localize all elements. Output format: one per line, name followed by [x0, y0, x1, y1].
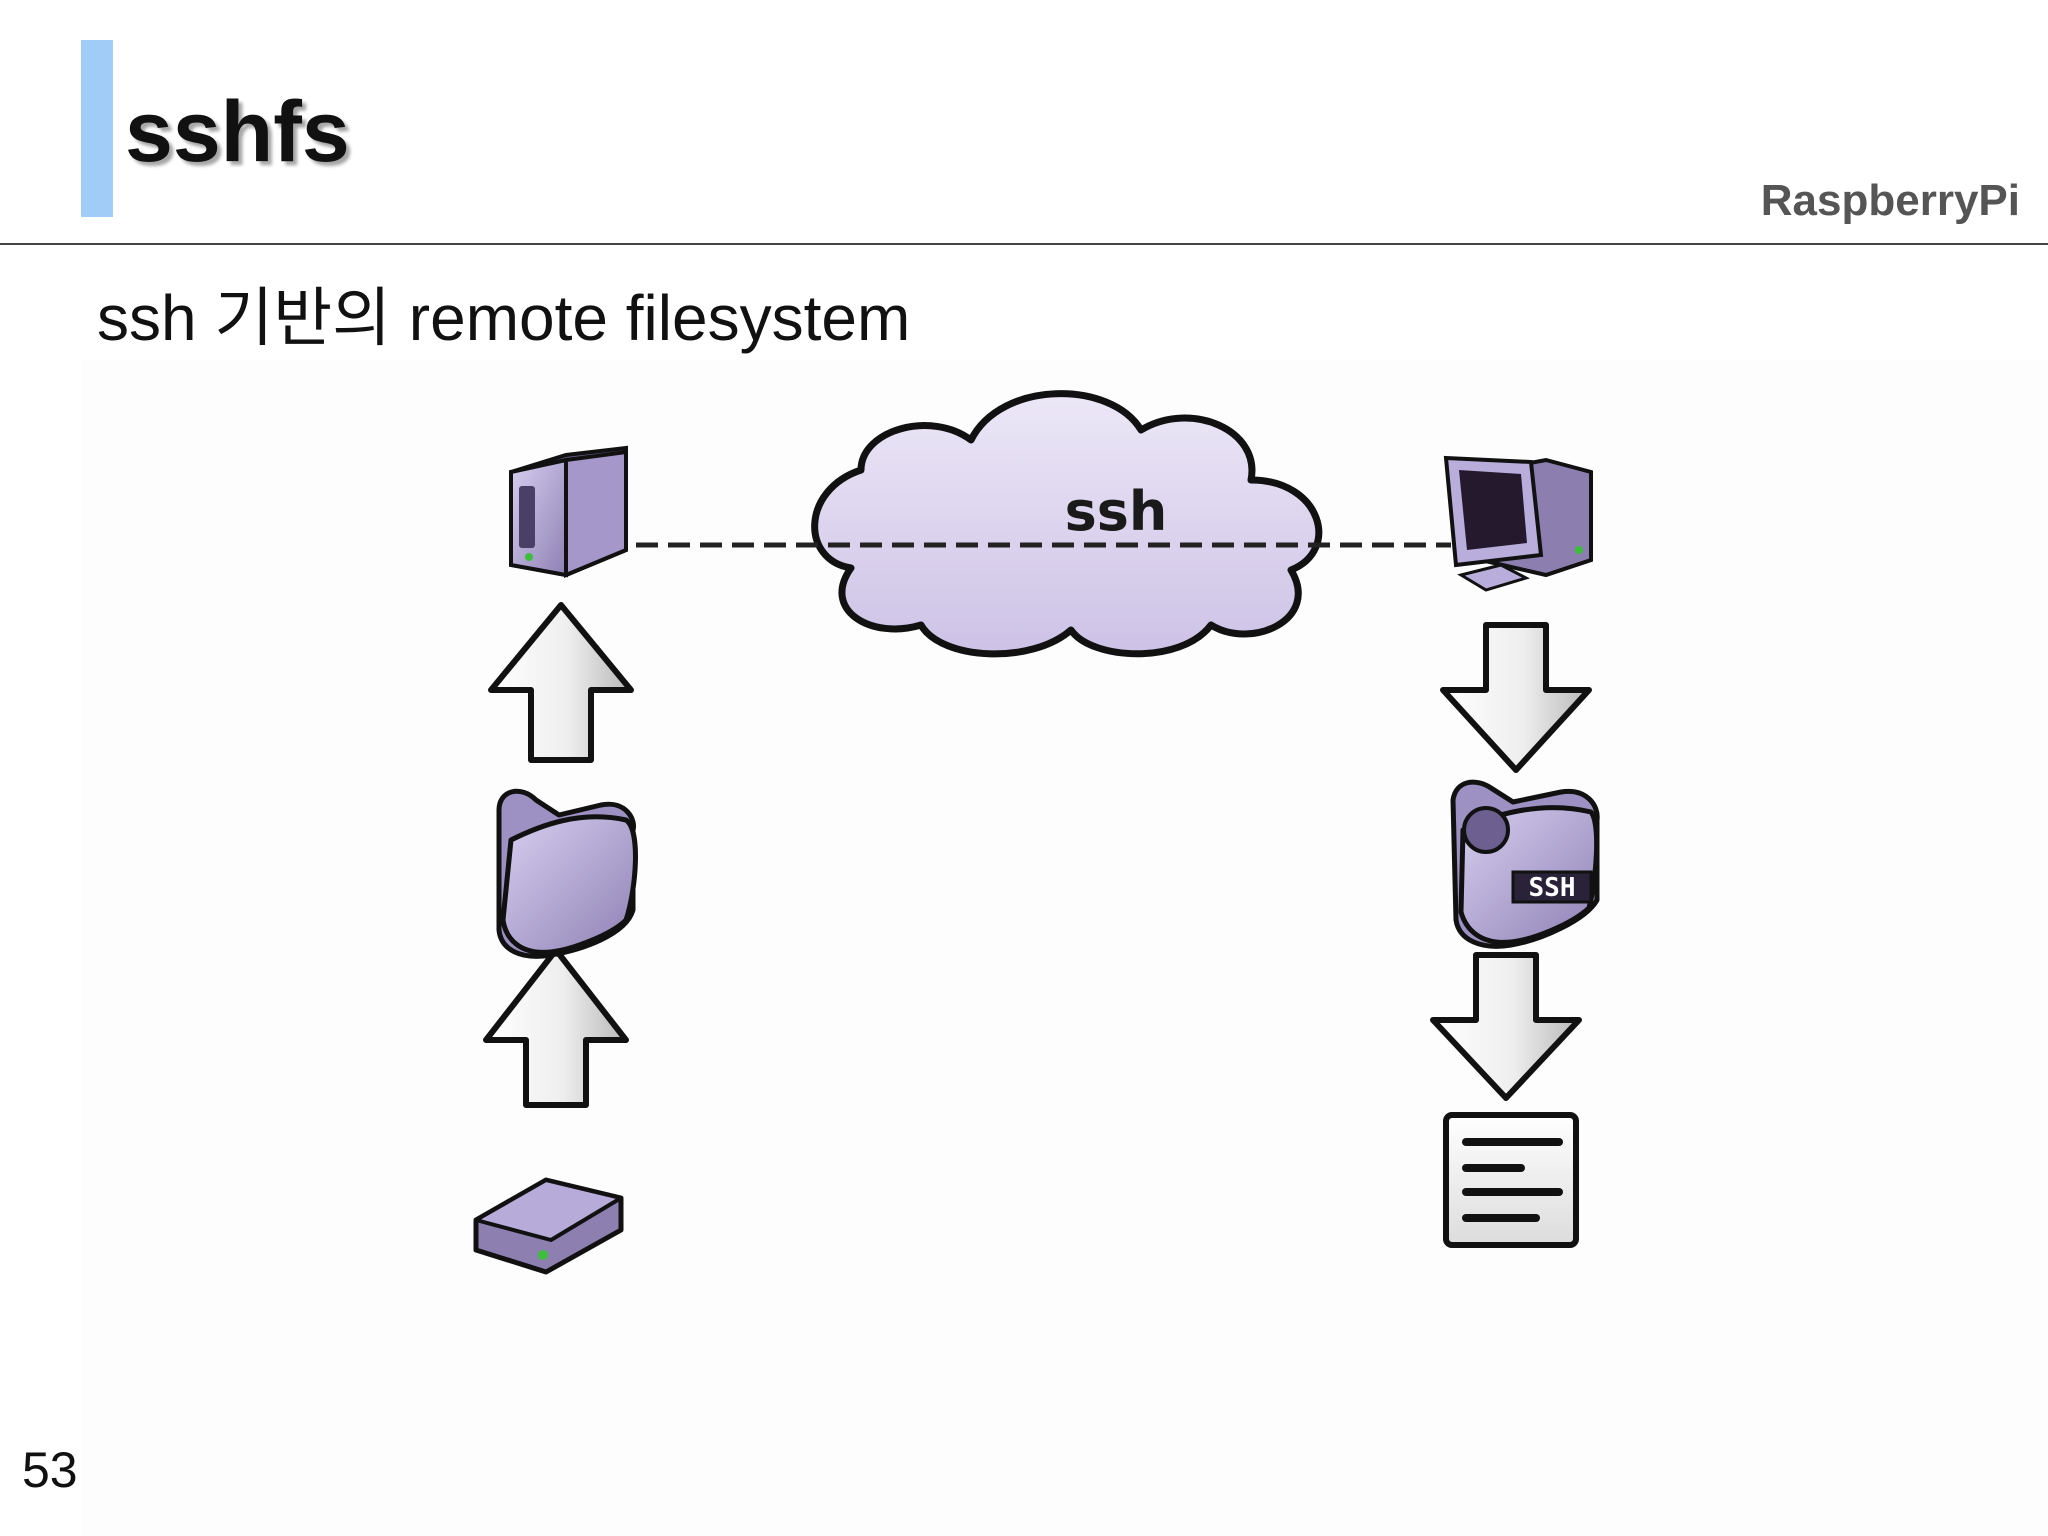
server-icon — [509, 445, 628, 578]
up-arrow-icon — [483, 947, 629, 1108]
document-icon — [1443, 1112, 1579, 1248]
slide-title: sshfs — [125, 84, 350, 180]
page-number: 53 — [22, 1442, 78, 1498]
brand-label: RaspberryPi — [1760, 176, 2020, 225]
slide-subtitle: ssh 기반의 remote filesystem — [97, 282, 911, 354]
down-arrow-icon — [1440, 622, 1592, 773]
sshfs-diagram: SSH ssh — [81, 360, 2048, 1536]
cloud-label: ssh — [1064, 480, 1168, 543]
down-arrow-icon — [1430, 952, 1582, 1101]
up-arrow-icon — [488, 602, 634, 763]
header-divider — [0, 243, 2048, 245]
folder-icon — [496, 788, 638, 959]
ssh-folder-icon: SSH — [1450, 779, 1600, 949]
cloud-icon — [811, 390, 1323, 658]
title-accent-bar — [81, 40, 113, 217]
hard-drive-icon — [473, 1177, 624, 1275]
computer-icon — [1443, 455, 1593, 592]
ssh-folder-badge: SSH — [1529, 873, 1576, 903]
